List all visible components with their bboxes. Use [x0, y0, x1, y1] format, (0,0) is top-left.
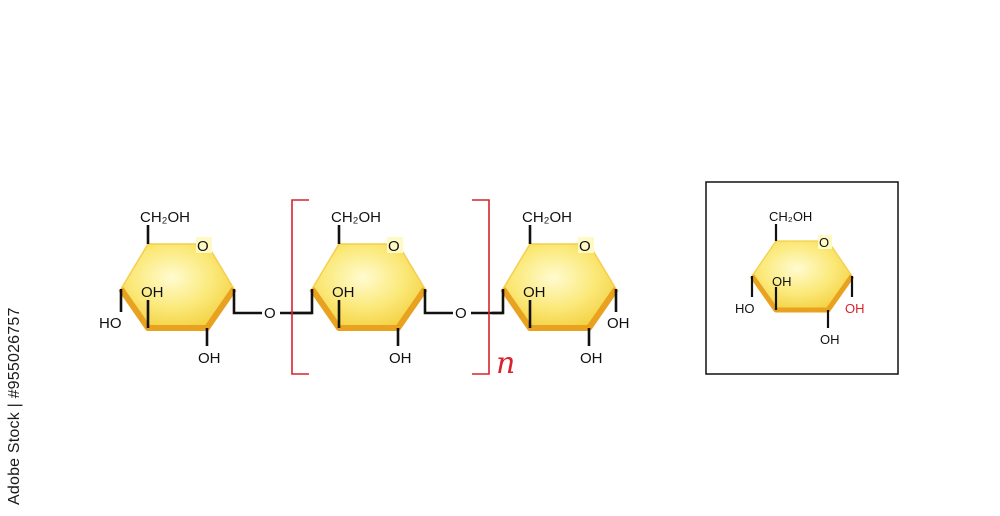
ring-3-oh-c1-label: OH	[607, 315, 630, 332]
ring-2-ch2oh-label: CH₂OH	[331, 209, 381, 226]
ring-3-c4-bond	[492, 289, 505, 315]
glycosidic-oxygen-2: O	[455, 305, 467, 322]
ring-1-c1-bond	[232, 289, 262, 315]
ring-1-ch2oh-label: CH₂OH	[140, 209, 190, 226]
monomer-ring-oxygen: O	[819, 235, 829, 250]
ring-3-oh-c2-label: OH	[580, 350, 603, 367]
ring-3-ch2oh-label: CH₂OH	[522, 209, 572, 226]
ring-3-oh-c3-label: OH	[523, 284, 546, 301]
monomer-ch2oh-label: CH₂OH	[769, 209, 812, 224]
repeat-count-n: n	[496, 346, 515, 381]
ring-1-o-backdrop	[196, 237, 212, 253]
glucose-monomer: CH₂OH O HO OH OH OH	[735, 209, 865, 347]
ring-2-c4-bond	[290, 289, 314, 315]
monomer-anomeric-oh-label: OH	[845, 301, 865, 316]
ring-3-bottom-edge	[500, 287, 619, 331]
monomer-o-backdrop	[818, 235, 832, 249]
ring-3-ring-oxygen: O	[579, 238, 591, 255]
monomer-ho-label: HO	[735, 301, 755, 316]
ring-2-bottom-edge	[309, 287, 428, 331]
monomer-bottom-edge	[749, 274, 855, 313]
ring-2-c1-bond	[423, 289, 453, 315]
repeat-bracket-right	[472, 199, 490, 375]
ring-2-o-backdrop	[387, 237, 403, 253]
ring-1-oh-c2-label: OH	[198, 350, 221, 367]
ring-1-bottom-edge	[118, 287, 237, 331]
glucose-ring-2: CH₂OH O OH OH	[290, 209, 453, 367]
monomer-oh-c3-label: OH	[772, 274, 792, 289]
stock-watermark-text: Adobe Stock | #955026757	[6, 307, 23, 505]
ring-2-oh-c3-label: OH	[332, 284, 355, 301]
glucose-ring-1: CH₂OH O HO OH OH	[99, 209, 262, 367]
ring-1-oh-c3-label: OH	[141, 284, 164, 301]
ring-3-o-backdrop	[578, 237, 594, 253]
glycosidic-oxygen-1: O	[264, 305, 276, 322]
ring-2-oh-c2-label: OH	[389, 350, 412, 367]
stock-watermark-id: Adobe Stock | #955026757	[4, 255, 32, 505]
glucose-ring-3: CH₂OH O OH OH OH	[492, 209, 630, 367]
monomer-inset-frame	[705, 181, 899, 375]
monomer-oh-c2-label: OH	[820, 332, 840, 347]
repeat-bracket-left	[291, 199, 309, 375]
ring-1-ho-label: HO	[99, 315, 122, 332]
ring-2-ring-oxygen: O	[388, 238, 400, 255]
ring-1-ring-oxygen: O	[197, 238, 209, 255]
